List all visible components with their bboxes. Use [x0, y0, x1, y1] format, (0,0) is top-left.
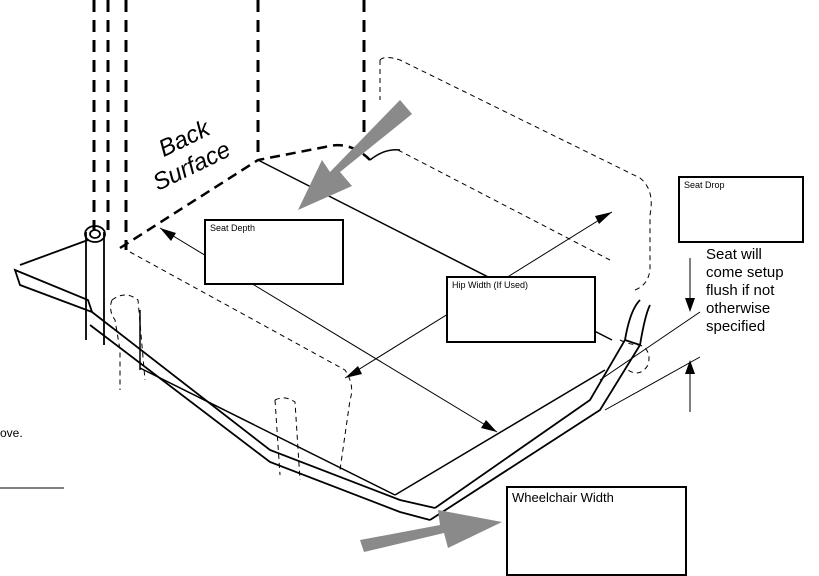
seat-depth-label: Seat Depth: [210, 223, 256, 233]
pointer-arrows: [298, 100, 502, 552]
dimension-arrowheads: [160, 212, 695, 432]
back-surface-outline: [119, 143, 371, 250]
back-surface-posts: [92, 0, 366, 250]
wheelchair-width-label: Wheelchair Width: [512, 490, 614, 505]
seat-note-line: otherwise: [706, 300, 771, 317]
wheelchair-width-pointer-arrow: [360, 510, 502, 552]
hip-width-box: Hip Width (If Used): [446, 276, 596, 343]
seat-note-line: Seat will: [706, 246, 762, 263]
seat-setup-note: Seat will come setup flush if not otherw…: [706, 246, 784, 336]
seat-frame-rail: [13, 225, 651, 521]
left-text-fragment: ove.: [0, 426, 23, 440]
seat-depth-pointer-arrow: [298, 100, 412, 210]
seat-note-line: specified: [706, 318, 766, 335]
wheelchair-width-box: Wheelchair Width: [506, 486, 687, 576]
seat-note-line: come setup: [706, 264, 784, 281]
dimension-lines: [0, 211, 701, 489]
seat-depth-box: Seat Depth: [204, 219, 344, 285]
seat-drop-label: Seat Drop: [684, 180, 725, 190]
seat-drop-box: Seat Drop: [678, 176, 804, 243]
cushion-dashed-outline: [110, 57, 652, 481]
hip-width-label: Hip Width (If Used): [452, 280, 529, 290]
seat-note-line: flush if not: [706, 282, 775, 299]
